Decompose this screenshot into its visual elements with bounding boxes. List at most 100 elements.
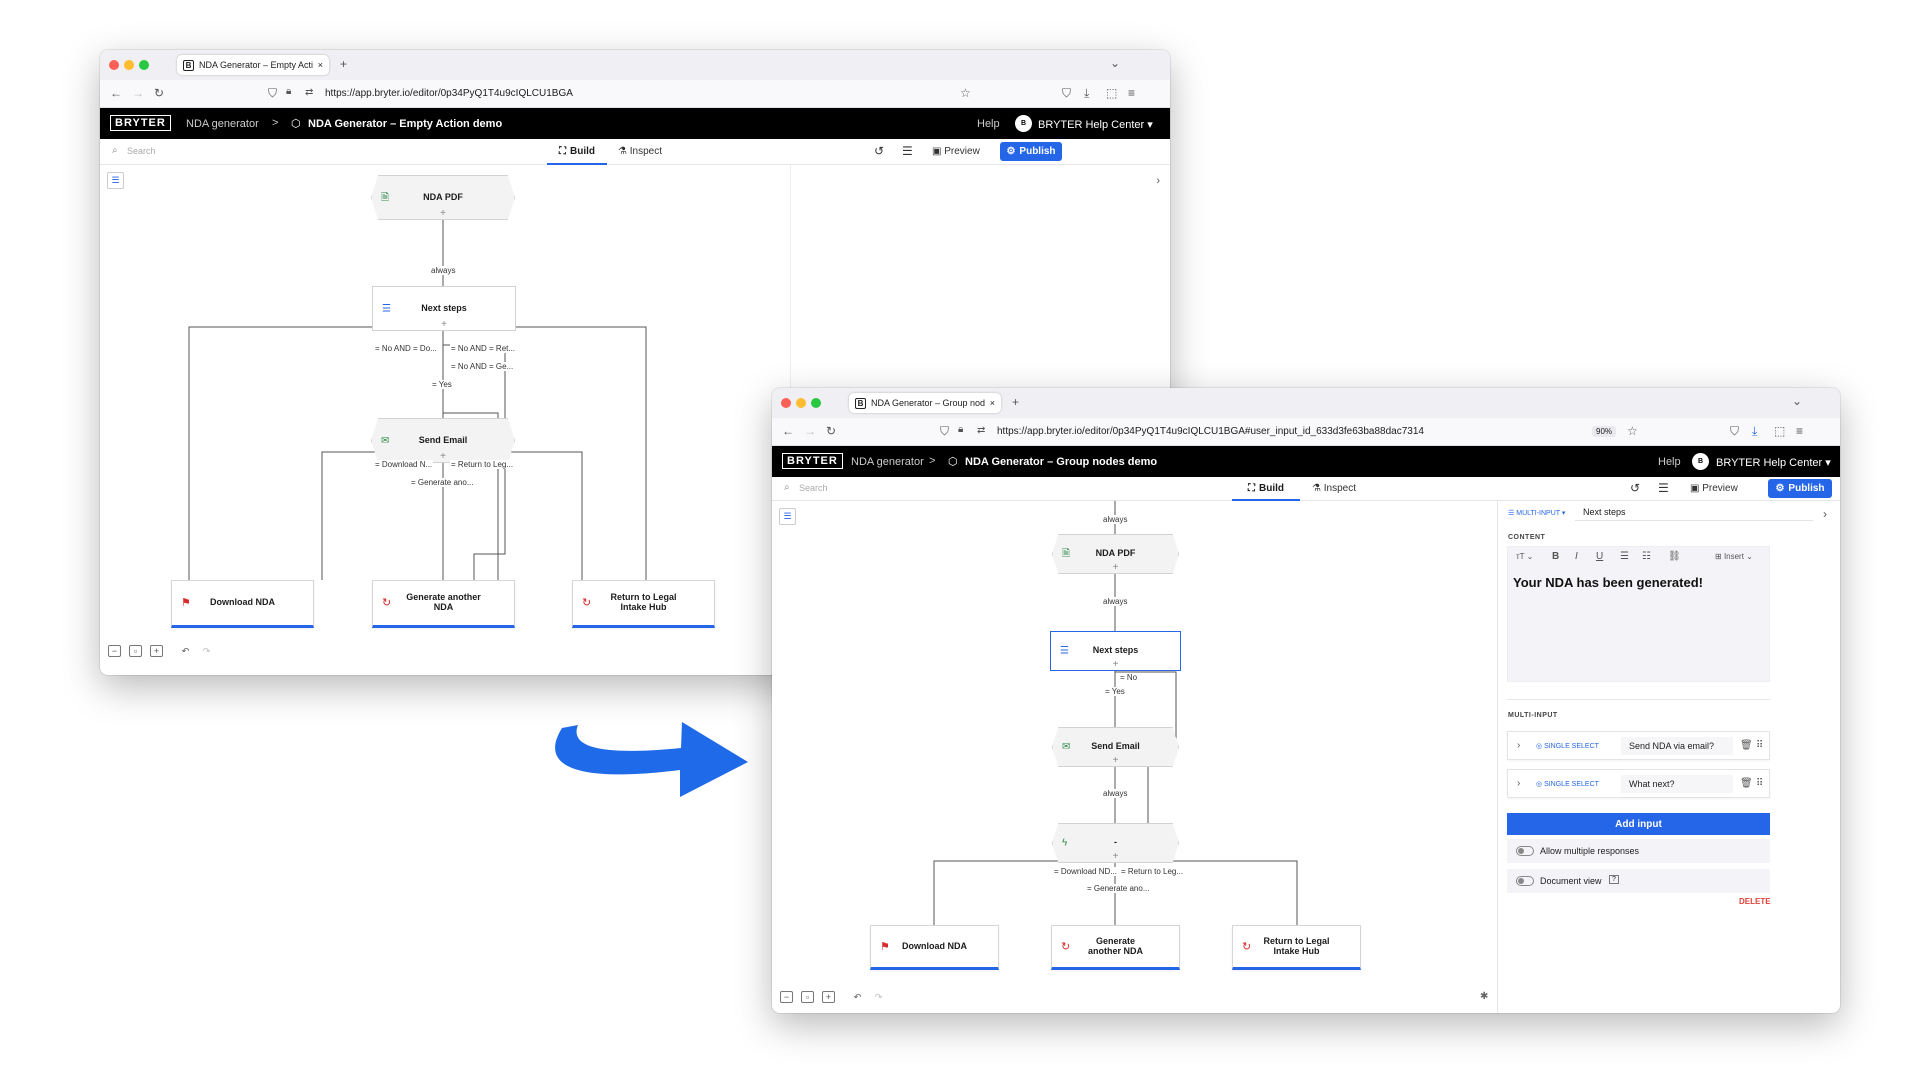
zoom-out-icon[interactable]: −	[780, 991, 793, 1003]
close-dot[interactable]	[781, 398, 791, 408]
input-question-field[interactable]: What next?	[1621, 775, 1733, 793]
node-generate-another[interactable]: ↻Generate another NDA	[1051, 925, 1180, 970]
add-node-icon[interactable]: +	[1112, 659, 1119, 670]
maximize-dot[interactable]	[811, 398, 821, 408]
zoom-in-icon[interactable]: +	[822, 991, 835, 1003]
add-node-icon[interactable]: +	[1112, 755, 1119, 766]
close-tab-icon[interactable]: ×	[989, 398, 995, 408]
menu-icon[interactable]: ≡	[1796, 424, 1804, 438]
expand-chevron-icon[interactable]: ›	[1517, 778, 1521, 789]
input-row-send-nda[interactable]: › ◎ SINGLE SELECT Send NDA via email? 🗑︎…	[1507, 731, 1770, 760]
account-menu[interactable]: BRYTER Help Center ▾	[1716, 457, 1831, 469]
pocket-icon[interactable]: ⛉	[1062, 86, 1072, 100]
node-generate-another[interactable]: ↻Generate another NDA	[372, 580, 515, 628]
address-field[interactable]: https://app.bryter.io/editor/0p34PyQ1T4u…	[997, 426, 1424, 437]
help-link[interactable]: Help	[977, 118, 1000, 130]
link-icon[interactable]: ⛓	[1668, 551, 1681, 562]
forward-icon[interactable]: →	[804, 424, 816, 438]
bryter-logo[interactable]: BRYTER	[110, 115, 171, 131]
back-icon[interactable]: ←	[782, 424, 794, 438]
outline-toggle-icon[interactable]: ☰	[107, 172, 124, 189]
new-tab-icon[interactable]: +	[340, 57, 348, 71]
node-type-dropdown[interactable]: ☰ MULTI-INPUT ▾	[1508, 510, 1566, 517]
input-row-what-next[interactable]: › ◎ SINGLE SELECT What next? 🗑︎ ⠿	[1507, 769, 1770, 798]
bookmark-star-icon[interactable]: ☆	[960, 86, 971, 100]
tab-inspect[interactable]: ⚗ Inspect	[1312, 483, 1356, 494]
node-send-email[interactable]: ✉Send Email+	[1052, 727, 1179, 767]
zoom-out-icon[interactable]: −	[108, 645, 121, 657]
minimize-dot[interactable]	[796, 398, 806, 408]
undo-icon[interactable]: ↶	[853, 991, 862, 1002]
undo-icon[interactable]: ↶	[181, 645, 190, 656]
settings-sliders-icon[interactable]: ☰	[1658, 481, 1669, 495]
extensions-icon[interactable]: ⬚	[1774, 424, 1786, 438]
node-return-legal[interactable]: ↻Return to Legal Intake Hub	[572, 580, 715, 628]
node-next-steps-selected[interactable]: ☰Next steps+	[1050, 631, 1181, 671]
add-input-button[interactable]: Add input	[1507, 813, 1770, 835]
node-nda-pdf[interactable]: 🗎NDA PDF+	[371, 175, 515, 220]
tab-build[interactable]: ⛶Build	[1232, 477, 1300, 501]
back-icon[interactable]: ←	[110, 86, 122, 100]
expand-chevron-icon[interactable]: ›	[1517, 740, 1521, 751]
new-tab-icon[interactable]: +	[1012, 395, 1020, 409]
help-link[interactable]: Help	[1658, 456, 1681, 468]
tab-inspect[interactable]: ⚗ Inspect	[618, 146, 662, 157]
underline-icon[interactable]: U	[1596, 551, 1604, 562]
close-dot[interactable]	[109, 60, 119, 70]
reload-icon[interactable]: ↻	[154, 86, 165, 100]
node-return-legal[interactable]: ↻Return to Legal Intake Hub	[1232, 925, 1361, 970]
node-download-nda[interactable]: ⚑Download NDA	[171, 580, 314, 628]
extensions-icon[interactable]: ⬚	[1106, 86, 1118, 100]
browser-tab[interactable]: B NDA Generator – Group nodes ×	[849, 393, 1001, 413]
delete-button[interactable]: DELETE	[1739, 897, 1771, 906]
search-input[interactable]: Search	[127, 146, 156, 156]
zoom-level-badge[interactable]: 90%	[1592, 426, 1617, 437]
settings-sliders-icon[interactable]: ☰	[902, 144, 913, 158]
allow-multiple-toggle[interactable]	[1516, 846, 1534, 856]
tab-build[interactable]: ⛶Build	[547, 139, 607, 165]
tab-list-chevron-icon[interactable]: ⌄	[1110, 56, 1121, 70]
tab-list-chevron-icon[interactable]: ⌄	[1792, 394, 1803, 408]
outline-toggle-icon[interactable]: ☰	[779, 508, 796, 525]
trash-icon[interactable]: 🗑︎	[1740, 778, 1753, 789]
bold-icon[interactable]: B	[1552, 551, 1560, 562]
avatar[interactable]: B	[1692, 453, 1709, 470]
breadcrumb-project[interactable]: NDA generator	[851, 456, 924, 468]
download-icon[interactable]: ⤓	[1752, 424, 1758, 438]
avatar[interactable]: B	[1015, 115, 1032, 132]
download-icon[interactable]: ⤓	[1084, 86, 1090, 100]
italic-icon[interactable]: I	[1575, 551, 1578, 562]
text-size-icon[interactable]: ᴛT ⌄	[1516, 552, 1534, 561]
input-question-field[interactable]: Send NDA via email?	[1621, 737, 1733, 755]
fit-view-icon[interactable]: ▫	[129, 645, 142, 657]
zoom-in-icon[interactable]: +	[150, 645, 163, 657]
node-name-input[interactable]: Next steps	[1575, 504, 1813, 521]
flow-canvas[interactable]: ☰ 🗎NDA PDF+ always ☰Next steps+ = No AND…	[100, 165, 770, 675]
content-text[interactable]: Your NDA has been generated!	[1513, 575, 1703, 590]
node-nda-pdf[interactable]: 🗎NDA PDF+	[1052, 534, 1179, 574]
node-next-steps[interactable]: ☰Next steps+	[372, 286, 516, 331]
account-menu[interactable]: BRYTER Help Center ▾	[1038, 119, 1153, 131]
forward-icon[interactable]: →	[132, 86, 144, 100]
help-question-icon[interactable]: ?	[1609, 875, 1619, 884]
fit-view-icon[interactable]: ▫	[801, 991, 814, 1003]
menu-icon[interactable]: ≡	[1128, 86, 1136, 100]
bullet-list-icon[interactable]: ☰	[1620, 551, 1629, 562]
insert-menu[interactable]: ⊞ Insert ⌄	[1715, 552, 1753, 561]
preview-button[interactable]: ▣ Preview	[1690, 483, 1738, 494]
pocket-icon[interactable]: ⛉	[1730, 424, 1740, 438]
add-node-icon[interactable]: +	[440, 451, 446, 462]
reload-icon[interactable]: ↻	[826, 424, 837, 438]
preview-button[interactable]: ▣ Preview	[932, 146, 980, 157]
browser-tab[interactable]: B NDA Generator – Empty Action ×	[177, 55, 329, 75]
numbered-list-icon[interactable]: ☷	[1642, 551, 1651, 562]
bryter-logo[interactable]: BRYTER	[782, 453, 843, 469]
drag-handle-icon[interactable]: ⠿	[1756, 740, 1764, 751]
document-view-toggle[interactable]	[1516, 876, 1534, 886]
node-group-action[interactable]: ϟ-+	[1052, 823, 1179, 863]
add-node-icon[interactable]: +	[441, 319, 447, 330]
drag-handle-icon[interactable]: ⠿	[1756, 778, 1764, 789]
redo-icon[interactable]: ↷	[874, 991, 883, 1002]
close-tab-icon[interactable]: ×	[317, 60, 323, 70]
canvas-settings-icon[interactable]: ✱	[1480, 991, 1489, 1002]
